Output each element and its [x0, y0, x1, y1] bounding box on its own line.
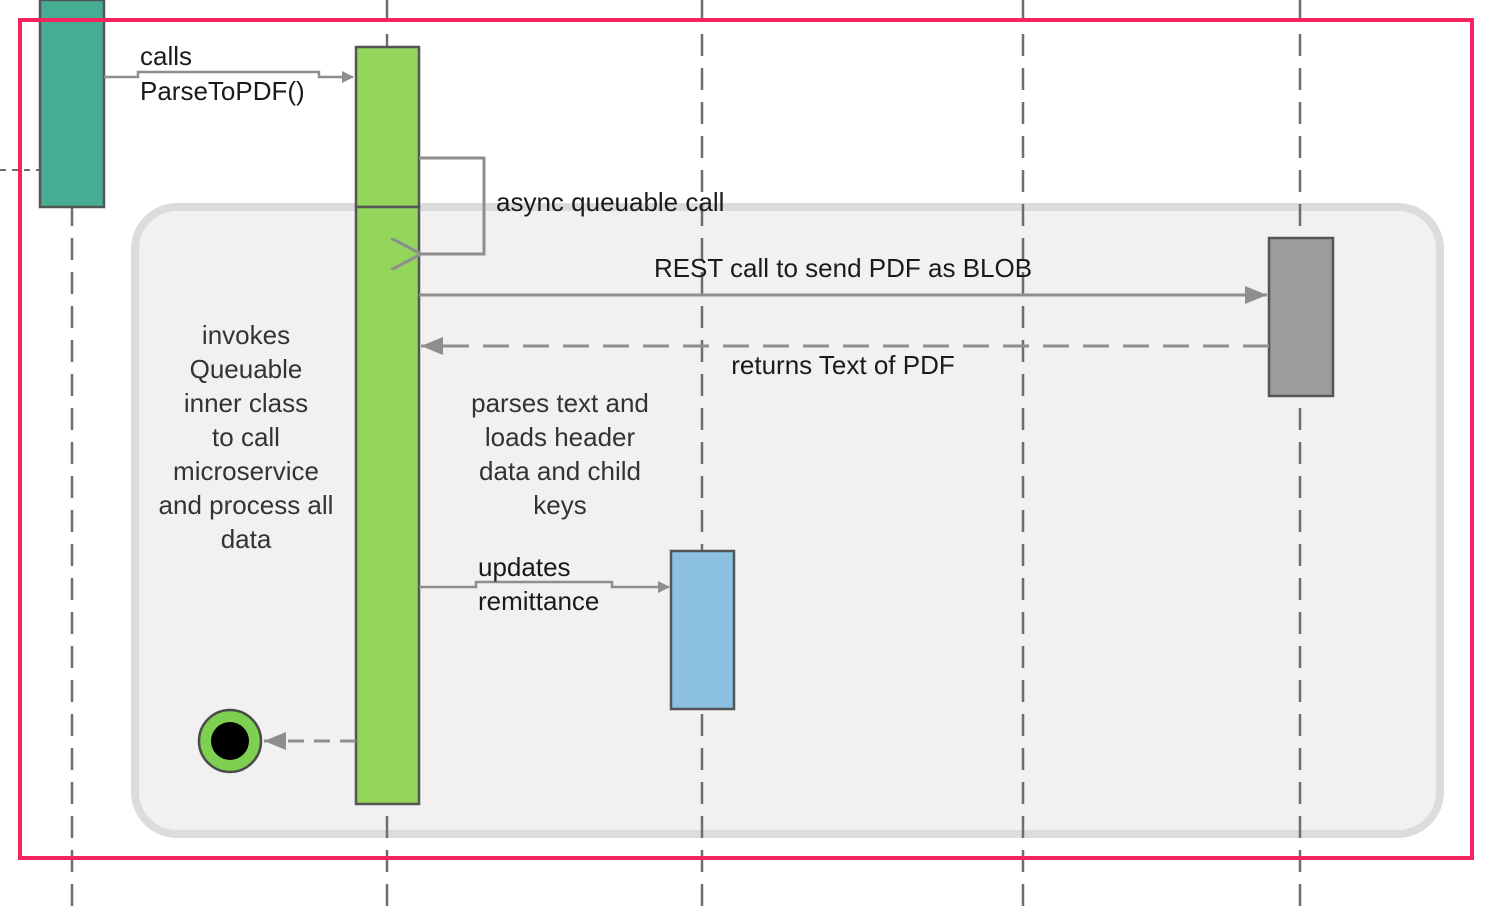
svg-text:invokes: invokes — [202, 320, 290, 350]
svg-text:Queuable: Queuable — [190, 354, 303, 384]
final-state-icon — [197, 708, 263, 774]
activation-teal — [38, 0, 106, 209]
svg-text:data: data — [221, 524, 272, 554]
call-parse-label: calls — [140, 41, 192, 71]
call-parse-label: ParseToPDF() — [140, 76, 305, 106]
svg-text:and process all: and process all — [159, 490, 334, 520]
updates-remittance-label: updates — [478, 552, 571, 582]
async-call-label: async queuable call — [496, 187, 724, 217]
svg-text:keys: keys — [533, 490, 586, 520]
svg-text:inner class: inner class — [184, 388, 308, 418]
svg-text:to call: to call — [212, 422, 280, 452]
svg-text:microservice: microservice — [173, 456, 319, 486]
activation-green-main — [354, 205, 421, 806]
updates-remittance-label: remittance — [478, 586, 599, 616]
activation-green-upper — [354, 45, 421, 209]
call-parse-arrow — [104, 70, 354, 83]
activation-blue — [669, 549, 736, 711]
invokes-queuable-note: invokes Queuable inner class to call mic… — [159, 320, 334, 554]
highlight-frame — [18, 18, 1474, 860]
updates-remittance-arrow — [419, 580, 670, 593]
parses-text-note: parses text and loads header data and ch… — [471, 388, 649, 520]
svg-text:loads header: loads header — [485, 422, 636, 452]
svg-text:data and child: data and child — [479, 456, 641, 486]
async-call-arrow — [419, 156, 486, 254]
activation-gray — [1267, 236, 1335, 398]
returns-text-label: returns Text of PDF — [731, 350, 955, 380]
svg-text:parses text and: parses text and — [471, 388, 649, 418]
rest-call-label: REST call to send PDF as BLOB — [654, 253, 1032, 283]
async-region — [131, 203, 1444, 838]
